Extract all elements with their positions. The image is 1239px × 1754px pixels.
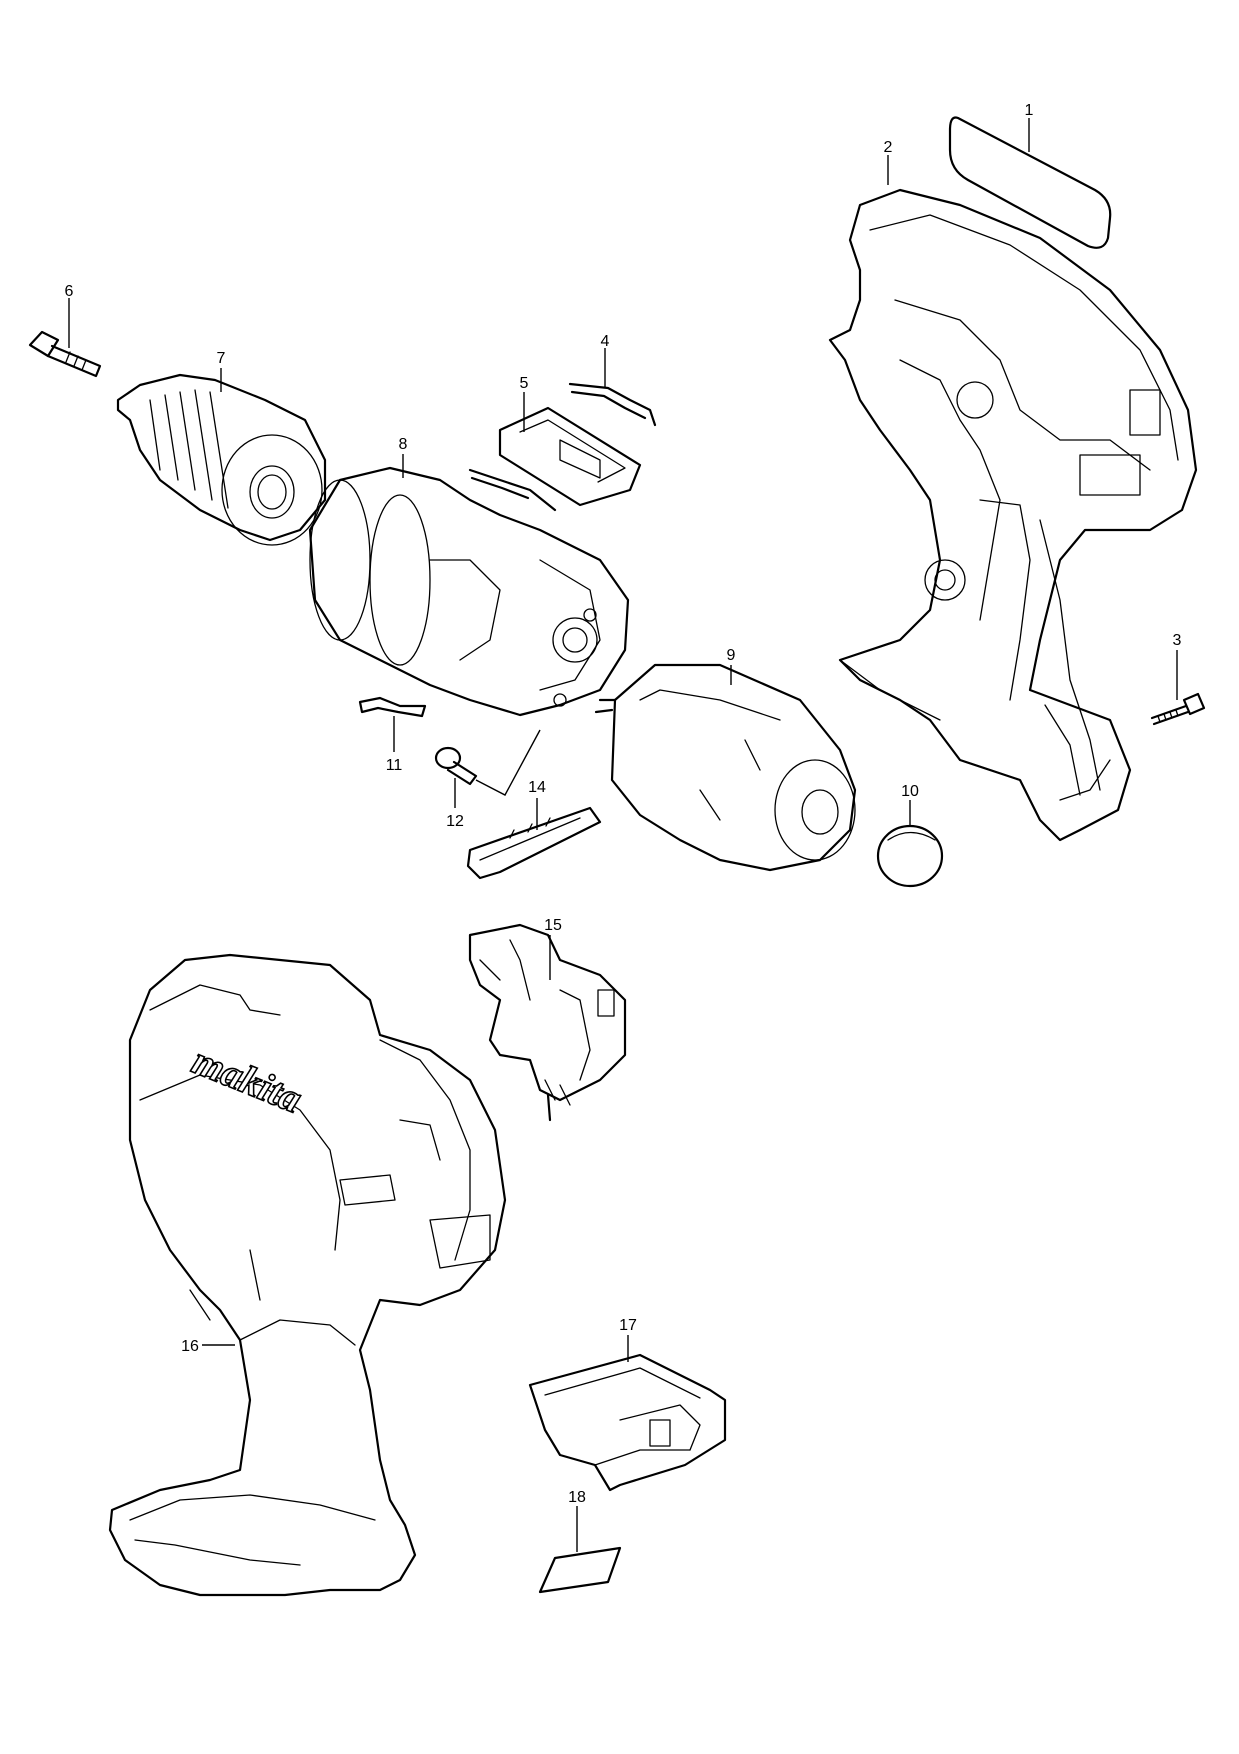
callout-15: 15 bbox=[544, 917, 562, 934]
part-10-rubber-pin bbox=[876, 824, 944, 888]
callout-5: 5 bbox=[520, 375, 529, 392]
makita-logo: makita bbox=[186, 1037, 308, 1121]
part-8-gear-assembly bbox=[308, 466, 630, 717]
part-2-housing-set bbox=[828, 188, 1198, 842]
callout-11: 11 bbox=[386, 757, 403, 774]
callout-16: 16 bbox=[181, 1338, 199, 1355]
callout-12: 12 bbox=[446, 813, 464, 830]
part-14-led-circuit bbox=[466, 806, 602, 880]
leader-lines bbox=[68, 118, 1178, 1552]
part-5-change-lever bbox=[468, 406, 642, 512]
callout-14: 14 bbox=[528, 779, 546, 796]
part-6-chuck-screw bbox=[28, 330, 102, 378]
callout-9: 9 bbox=[727, 647, 736, 664]
callout-2: 2 bbox=[884, 139, 893, 156]
leader-12 bbox=[454, 729, 541, 808]
callout-8: 8 bbox=[399, 436, 408, 453]
callout-4: 4 bbox=[601, 333, 610, 350]
part-9-dc-motor bbox=[594, 663, 857, 872]
part-4-compression-spring bbox=[568, 382, 657, 427]
callout-1: 1 bbox=[1025, 102, 1034, 119]
callout-17: 17 bbox=[619, 1317, 637, 1334]
callout-7: 7 bbox=[217, 350, 226, 367]
part-1-label-plate bbox=[948, 116, 1112, 249]
callout-3: 3 bbox=[1173, 632, 1182, 649]
callout-numbers: 1 2 3 4 5 6 7 8 9 10 11 12 14 15 16 17 1… bbox=[65, 102, 1182, 1506]
part-17-terminal bbox=[528, 1353, 727, 1492]
part-15-switch bbox=[468, 923, 627, 1122]
part-11-leaf-spring bbox=[358, 696, 427, 718]
part-16-housing-shell: makita bbox=[108, 953, 507, 1597]
part-18-name-plate bbox=[538, 1546, 622, 1594]
part-3-tapping-screw bbox=[1150, 692, 1206, 726]
callout-6: 6 bbox=[65, 283, 74, 300]
part-12-pan-head-screw bbox=[434, 746, 478, 786]
callout-10: 10 bbox=[901, 783, 919, 800]
callout-18: 18 bbox=[568, 1489, 586, 1506]
part-7-keyless-drill-chuck bbox=[116, 373, 327, 546]
